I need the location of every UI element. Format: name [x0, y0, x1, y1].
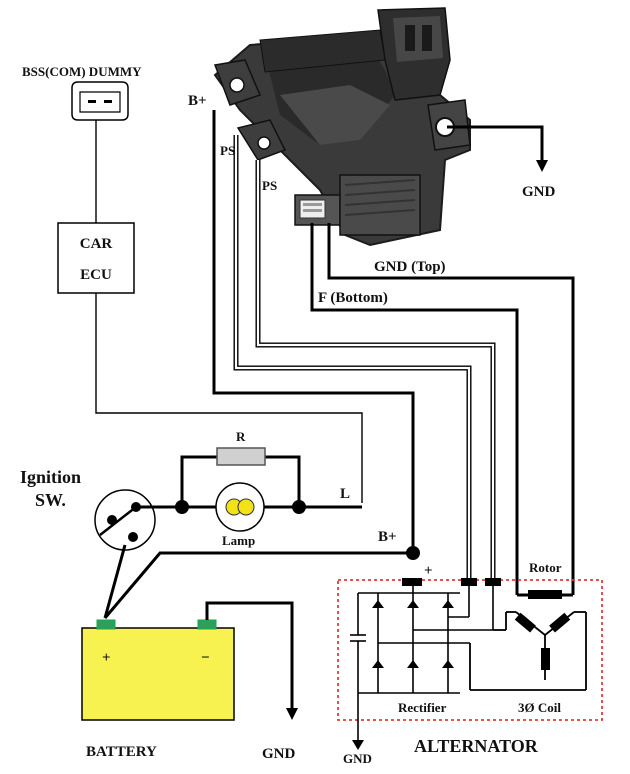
- dummy-label: BSS(COM) DUMMY: [22, 64, 142, 79]
- resistor-icon: [216, 447, 266, 466]
- wire-f-bottom: [310, 223, 519, 595]
- gnd-arrow-alternator: [352, 740, 364, 750]
- battery-terminal-plus: [96, 619, 116, 630]
- voltage-regulator-icon: [213, 7, 471, 247]
- wire-ign-battery: [103, 544, 127, 619]
- battery-terminal-minus: [197, 619, 217, 630]
- lamp-label: Lamp: [222, 533, 255, 548]
- connector-plug-icon: [71, 81, 129, 121]
- lamp-icon: [215, 482, 265, 532]
- ps-label-2: PS: [262, 178, 277, 193]
- coil-label: 3Ø Coil: [518, 700, 561, 715]
- plus-label: +: [424, 563, 433, 579]
- wire-gnd-top: [327, 223, 575, 595]
- bplus-mid-label: B+: [378, 529, 397, 545]
- alt-terminal-bplus: [402, 578, 422, 586]
- gnd-regulator-label: GND: [522, 184, 556, 200]
- rotor-label: Rotor: [529, 560, 562, 575]
- l-label: L: [340, 486, 350, 502]
- coil-segment-2: [549, 612, 571, 633]
- rotor-coil: [528, 590, 562, 599]
- gnd-arrow-regulator: [536, 160, 548, 172]
- sw-label: SW.: [35, 490, 66, 510]
- gnd-top-label: GND (Top): [374, 259, 446, 275]
- f-bottom-label: F (Bottom): [318, 290, 388, 306]
- r-label: R: [236, 429, 246, 444]
- rectifier-diodes: [372, 600, 454, 668]
- car-label: CAR: [80, 236, 113, 252]
- battery-plus-label: +: [102, 650, 111, 666]
- ignition-label: Ignition: [20, 467, 81, 487]
- gnd-alternator-label: GND: [343, 751, 372, 766]
- wire-bplus-battery: [103, 551, 413, 619]
- bplus-node: [406, 546, 420, 560]
- rectifier-network: [350, 586, 494, 740]
- alternator-label: ALTERNATOR: [414, 736, 539, 756]
- ecu-label: ECU: [80, 267, 112, 283]
- alt-terminal-ps1: [461, 578, 477, 586]
- wire-ecu-l: [95, 293, 363, 503]
- battery-minus-label: −: [201, 650, 210, 666]
- car-ecu-box: [57, 222, 135, 294]
- gnd-arrow-battery: [286, 708, 298, 720]
- wire-bplus: [212, 110, 415, 553]
- ignition-switch-icon: [94, 489, 156, 551]
- wire-ps-1-inner: [234, 135, 471, 583]
- rectifier-label: Rectifier: [398, 700, 447, 715]
- battery-label: BATTERY: [86, 744, 157, 760]
- wire-battery-gnd: [205, 601, 294, 708]
- wire-ps-2-inner: [256, 160, 495, 583]
- coil-segment-3: [541, 648, 550, 670]
- gnd-battery-label: GND: [262, 746, 296, 762]
- battery-body: [81, 627, 235, 721]
- bplus-top-label: B+: [188, 93, 207, 109]
- ps-label-1: PS: [220, 143, 235, 158]
- wire-regulator-gnd: [447, 125, 544, 160]
- alt-terminal-ps2: [485, 578, 501, 586]
- coil-segment-1: [514, 612, 536, 633]
